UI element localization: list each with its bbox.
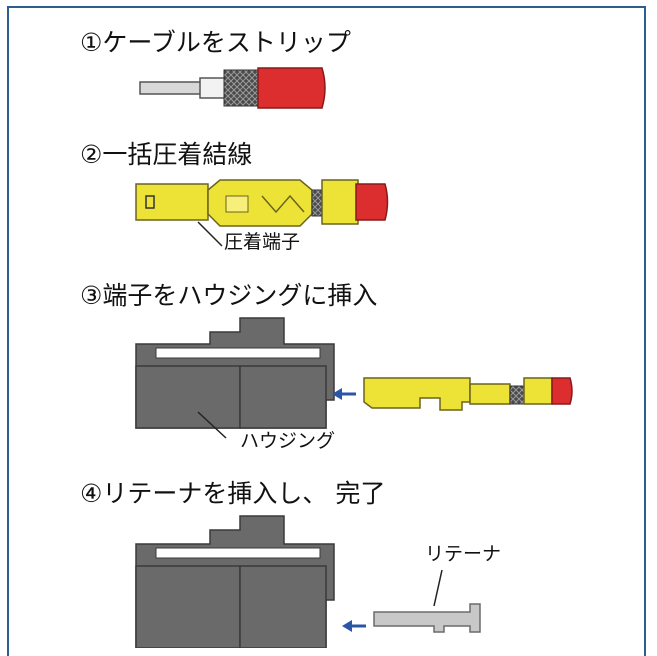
housing-step3-illustration <box>135 317 335 439</box>
step-1-title: ①ケーブルをストリップ <box>80 28 351 57</box>
step-4-title: ④リテーナを挿入し、 完了 <box>80 479 386 508</box>
diagram-frame <box>7 6 646 656</box>
step-3-title: ③端子をハウジングに挿入 <box>80 281 378 310</box>
housing-step4-illustration <box>135 515 335 648</box>
stripped-cable-illustration <box>139 67 326 109</box>
crimped-terminal-illustration <box>135 179 389 247</box>
step-2-title: ②一括圧着結線 <box>80 140 253 169</box>
retainer-label: リテーナ <box>425 543 502 565</box>
insertion-arrow-step4 <box>342 620 366 632</box>
insertion-arrow-step3 <box>332 388 356 400</box>
crimp-terminal-label: 圧着端子 <box>224 231 301 253</box>
terminal-step3-illustration <box>363 377 573 411</box>
housing-label: ハウジング <box>240 430 336 452</box>
retainer-illustration <box>373 569 481 633</box>
